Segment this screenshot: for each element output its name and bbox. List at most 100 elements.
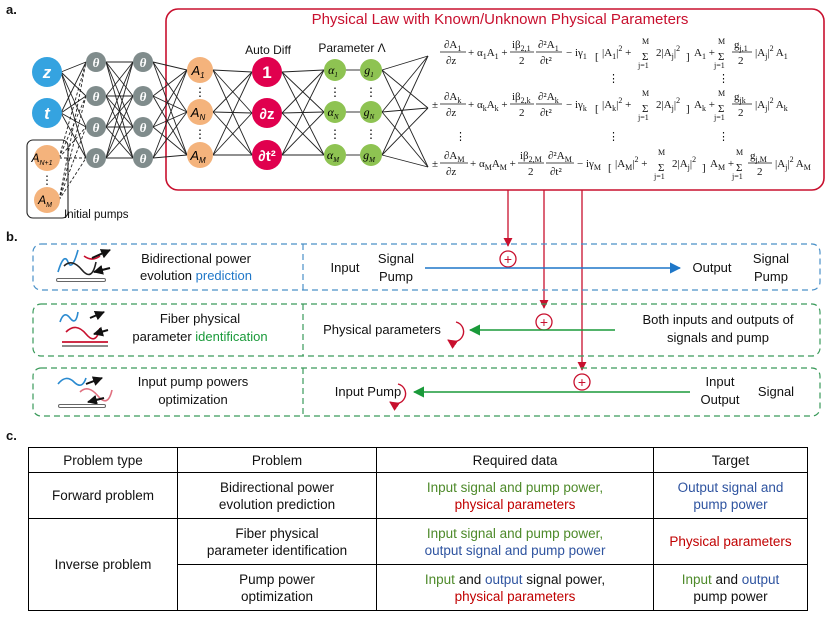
- cell-inverse-type: Inverse problem: [28, 518, 178, 611]
- theta-node: [133, 86, 153, 106]
- plus-circles: + + +: [499, 250, 591, 391]
- eq-ellipsis-1: ⋮: [608, 73, 619, 85]
- equation-m: ± ∂AM ∂z + αMAM + iβ2,M 2 ∂²AM ∂t² − iγM…: [432, 148, 811, 181]
- svg-text:2|Aj|2: 2|Aj|2: [656, 44, 680, 61]
- pump-ellipsis: ⋮: [41, 173, 53, 187]
- row-1-output: Output: [692, 260, 731, 275]
- row-1-right-signal: Signal: [753, 251, 789, 266]
- equation-1: ∂A1 ∂z + α1A1 + iβ2,1 2 ∂²A1 ∂t² − iγ1 […: [440, 37, 788, 70]
- svg-text:AM +: AM +: [710, 158, 734, 172]
- svg-text:− iγk: − iγk: [566, 99, 587, 113]
- svg-text:+ αkAk +: + αkAk +: [468, 99, 508, 113]
- theta-label: θ: [93, 55, 100, 70]
- pump-node-n1-label: AN+1: [30, 151, 52, 167]
- g-node: [360, 59, 382, 81]
- row-2-right-line1: Both inputs and outputs of: [642, 312, 793, 327]
- g-ellipsis: ⋮: [365, 85, 377, 99]
- svg-text:j=1: j=1: [713, 61, 725, 70]
- cell-fiber-required: Input signal and pump power,output signa…: [376, 518, 654, 565]
- svg-text:gjk: gjk: [734, 91, 746, 105]
- equation-k: ± ∂Ak ∂z + αkAk + iβ2,k 2 ∂²Ak ∂t² − iγk…: [432, 89, 788, 122]
- theta-label: θ: [93, 151, 100, 166]
- svg-text:2|Aj|2: 2|Aj|2: [672, 155, 696, 172]
- initial-pumps-label: Initial pumps: [64, 209, 129, 221]
- row-3-right-input: Input: [706, 374, 735, 389]
- row-1-title-line1: Bidirectional power: [141, 251, 252, 266]
- law-feedback-arrows: [503, 190, 587, 371]
- g-node: [360, 144, 382, 166]
- svg-text:±: ±: [432, 99, 438, 111]
- svg-text:[: [: [595, 103, 599, 115]
- row-3-input-pump: Input Pump: [335, 384, 402, 399]
- svg-text:[: [: [608, 162, 612, 174]
- svg-text:2: 2: [519, 55, 525, 67]
- svg-text:|A1|2 +: |A1|2 +: [602, 44, 631, 61]
- initial-pumps-box: [26, 139, 69, 219]
- row-1-left-signal: Signal: [378, 251, 414, 266]
- auto-diff-layer: 1∂z∂t²: [252, 57, 282, 170]
- a-ellipsis: ⋮: [194, 127, 206, 141]
- svg-text:]: ]: [686, 51, 690, 63]
- physical-law-box: [165, 8, 825, 191]
- row-1-input: Input: [331, 260, 360, 275]
- svg-text:2: 2: [519, 107, 525, 119]
- alpha-node: [324, 144, 346, 166]
- header-problem-type: Problem type: [28, 447, 178, 473]
- svg-text:|AM|2 +: |AM|2 +: [615, 155, 647, 172]
- cell-pump-required: Input and output signal power,physical p…: [376, 564, 654, 611]
- row-identification-box: [32, 303, 821, 357]
- row-2-physical-parameters: Physical parameters: [323, 322, 441, 337]
- diff-node-label: ∂t²: [258, 148, 275, 165]
- theta-node: [133, 52, 153, 72]
- svg-text:M: M: [736, 148, 743, 157]
- svg-text:∂t²: ∂t²: [550, 166, 562, 178]
- row-3-title-line1: Input pump powers: [138, 374, 249, 389]
- a-node: [187, 57, 213, 83]
- theta-label: θ: [140, 89, 147, 104]
- svg-text:M: M: [642, 89, 649, 98]
- panel-label-b: b.: [6, 229, 18, 244]
- svg-text:+: +: [504, 251, 512, 267]
- svg-text:gj,M: gj,M: [750, 150, 767, 164]
- a-node-label: AN: [190, 105, 206, 122]
- theta-node: [86, 117, 106, 137]
- svg-text:∂z: ∂z: [446, 166, 456, 178]
- svg-text:Σ: Σ: [658, 162, 664, 174]
- svg-text:+: +: [540, 314, 548, 330]
- svg-text:j=1: j=1: [731, 172, 743, 181]
- row-2-right-line2: signals and pump: [667, 330, 769, 345]
- row-1-left-pump: Pump: [379, 269, 413, 284]
- row-3-right-output: Output: [700, 392, 739, 407]
- svg-text:iβ2,k: iβ2,k: [512, 91, 531, 105]
- svg-text:2: 2: [528, 166, 534, 178]
- svg-text:∂²Ak: ∂²Ak: [538, 91, 559, 105]
- diff-node: [252, 98, 282, 128]
- svg-text:iβ2,M: iβ2,M: [520, 150, 542, 164]
- svg-text:M: M: [642, 37, 649, 46]
- row-1-right-pump: Pump: [754, 269, 788, 284]
- svg-text:∂z: ∂z: [446, 55, 456, 67]
- theta-label: θ: [93, 89, 100, 104]
- fiber-icon-prediction: [56, 249, 111, 282]
- g-label: gN: [364, 105, 375, 121]
- svg-text:+ αMAM +: + αMAM +: [470, 158, 516, 172]
- header-required-data: Required data: [376, 447, 654, 473]
- pump-node-n1: [34, 145, 60, 171]
- row-2-title-line1: Fiber physical: [160, 311, 240, 326]
- pump-dashed-connections: [58, 61, 87, 201]
- svg-text:∂t²: ∂t²: [540, 107, 552, 119]
- fiber-icon-optimization: [57, 376, 113, 408]
- network-connections: [60, 55, 429, 168]
- g-node: [360, 101, 382, 123]
- svg-text:2|Aj|2: 2|Aj|2: [656, 96, 680, 113]
- table-header-row: Problem type Problem Required data Targe…: [28, 447, 808, 473]
- svg-text:j=1: j=1: [713, 113, 725, 122]
- law-title: Physical Law with Known/Unknown Physical…: [312, 11, 689, 28]
- svg-text:gj,1: gj,1: [734, 39, 748, 53]
- input-z-label: z: [42, 63, 52, 82]
